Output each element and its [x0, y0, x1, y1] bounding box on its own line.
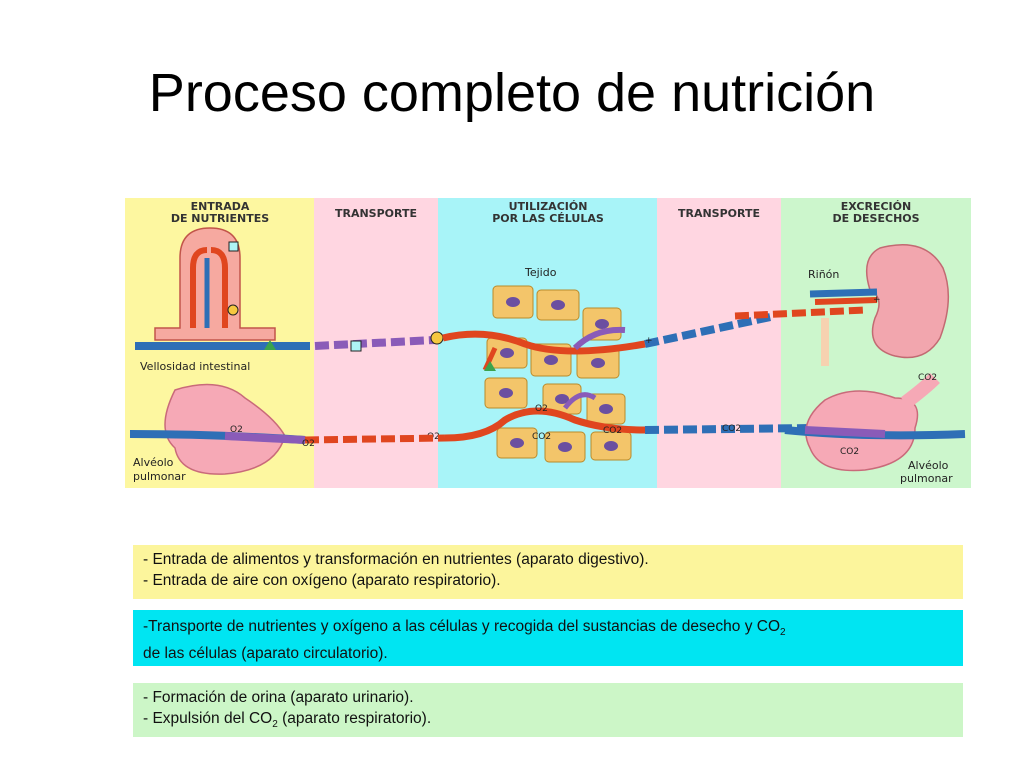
label-o2-alv: O2 [230, 425, 243, 435]
column-header-entrada-2: DE NUTRIENTES [171, 212, 269, 225]
label-o2-a: O2 [302, 439, 315, 449]
column-header-utilizacion: UTILIZACIÓN [509, 200, 588, 213]
box2-line1: -Transporte de nutrientes y oxígeno a la… [143, 618, 786, 639]
label-co2-a: CO2 [603, 426, 622, 436]
box1-line1: - Entrada de alimentos y transformación … [143, 551, 649, 568]
label-villus: Vellosidad intestinal [140, 360, 250, 373]
marker-triangle-tissue [484, 361, 496, 371]
info-box-excrecion: - Formación de orina (aparato urinario).… [133, 683, 963, 737]
label-co2-alv: CO2 [840, 447, 859, 457]
capillary-branch-3 [563, 392, 597, 410]
label-co2-cell: CO2 [532, 432, 551, 442]
vessel-dashed-2 [644, 312, 776, 348]
label-alveolus-left-2: pulmonar [133, 470, 186, 483]
tissue-cells [484, 285, 632, 463]
label-tissue: Tejido [524, 266, 557, 279]
info-box-digestivo: - Entrada de alimentos y transformación … [133, 545, 963, 599]
svg-text:+: + [873, 295, 881, 305]
vessel-dashed-4 [304, 434, 446, 444]
alveolus-left [164, 383, 286, 475]
column-header-excrecion-2: DE DESECHOS [832, 212, 919, 225]
capillary-top-artery [442, 330, 646, 355]
label-co2-top: CO2 [918, 373, 937, 383]
vessel-dashed-3 [734, 306, 866, 320]
column-header-transporte-2: TRANSPORTE [678, 207, 760, 220]
capillary-branch-1 [482, 346, 498, 372]
label-alveolus-right-2: pulmonar [900, 472, 953, 485]
vessel-bottom-mix [224, 432, 306, 444]
page-title: Proceso completo de nutrición [148, 63, 876, 123]
nutrition-diagram: ENTRADA DE NUTRIENTES TRANSPORTE UTILIZA… [125, 198, 971, 488]
column-header-utilizacion-2: POR LAS CÉLULAS [492, 212, 604, 225]
marker-triangle [264, 340, 276, 350]
marker-circle [430, 331, 444, 345]
kidney: + [809, 244, 950, 366]
vessel-dashed-1 [314, 336, 436, 350]
column-bg-transporte-2 [657, 198, 781, 488]
label-alveolus-right-1: Alvéolo [908, 459, 949, 472]
box1-line2: - Entrada de aire con oxígeno (aparato r… [143, 572, 501, 589]
intestinal-villus [154, 227, 276, 341]
label-co2-b: CO2 [722, 424, 741, 434]
box3-line1: - Formación de orina (aparato urinario). [143, 689, 414, 706]
box3-line2: - Expulsión del CO2 (aparato respiratori… [143, 710, 432, 731]
column-header-entrada: ENTRADA [191, 200, 250, 213]
capillary-bottom-artery [444, 407, 646, 442]
column-header-excrecion: EXCRECIÓN [841, 200, 911, 213]
vessel-bottom-right-mix [804, 426, 886, 438]
column-header-transporte-1: TRANSPORTE [335, 207, 417, 220]
label-kidney: Riñón [808, 268, 839, 281]
box2-line2: de las células (aparato circulatorio). [143, 645, 388, 663]
label-o2-cell: O2 [535, 404, 548, 414]
label-o2-b: O2 [427, 432, 440, 442]
plus-marker-1: + [645, 336, 653, 346]
label-alveolus-left-1: Alvéolo [133, 456, 174, 469]
marker-square [350, 340, 362, 352]
capillary-branch-2 [572, 326, 626, 351]
info-box-circulatorio: -Transporte de nutrientes y oxígeno a la… [133, 610, 963, 666]
